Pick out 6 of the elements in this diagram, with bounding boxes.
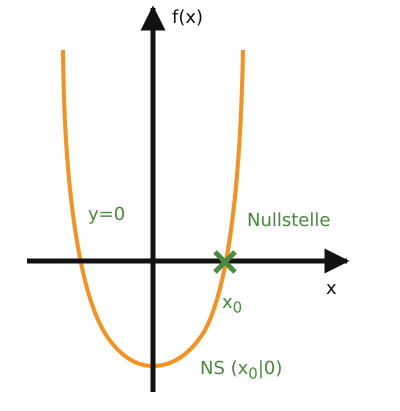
annotation-label: Nullstelle (247, 210, 330, 232)
axis-label: f(x) (172, 7, 204, 29)
equation-label: y=0 (88, 204, 126, 226)
axis-label: x (326, 278, 337, 300)
point-label: x$_{0}$ (222, 292, 242, 317)
point-label: NS (x$_{0}$|0) (200, 358, 282, 383)
